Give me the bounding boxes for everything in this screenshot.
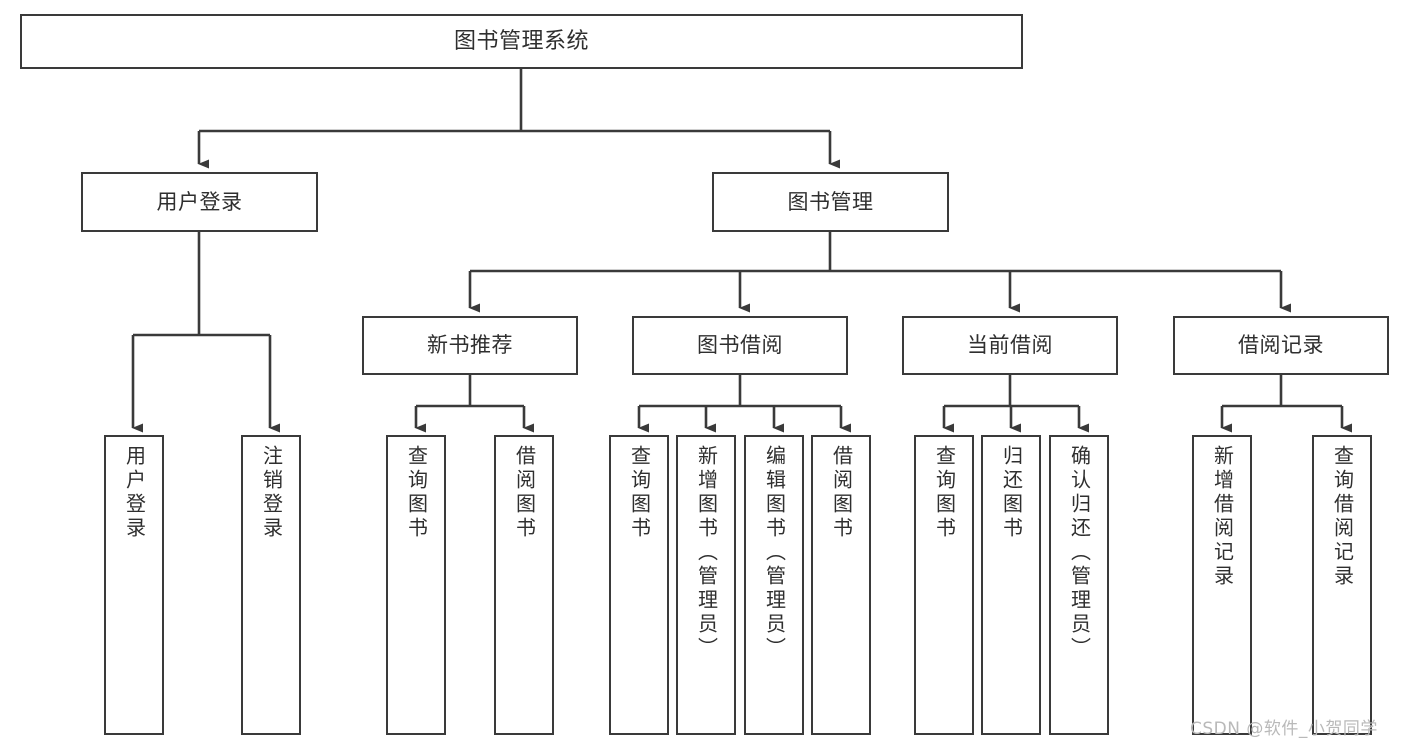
node-user-login[interactable]: 用户登录	[81, 172, 318, 232]
node-label: 新增借阅记录	[1210, 445, 1235, 589]
leaf-query-book-recommend[interactable]: 查询图书	[386, 435, 446, 735]
node-root-book-management-system[interactable]: 图书管理系统	[20, 14, 1023, 69]
leaf-add-book-admin[interactable]: 新增图书（管理员）	[676, 435, 736, 735]
node-new-book-recommend[interactable]: 新书推荐	[362, 316, 578, 375]
csdn-watermark: CSDN @软件_小贺同学	[1190, 719, 1378, 739]
node-label: 用户登录	[122, 445, 147, 541]
node-book-management[interactable]: 图书管理	[712, 172, 949, 232]
leaf-return-book[interactable]: 归还图书	[981, 435, 1041, 735]
node-label: 确认归还（管理员）	[1067, 445, 1092, 661]
node-label: 查询图书	[404, 445, 429, 541]
node-label: 新增图书（管理员）	[694, 445, 719, 661]
leaf-add-borrow-record[interactable]: 新增借阅记录	[1192, 435, 1252, 735]
leaf-query-borrow-record[interactable]: 查询借阅记录	[1312, 435, 1372, 735]
node-label: 借阅图书	[829, 445, 854, 541]
node-label: 查询借阅记录	[1330, 445, 1355, 589]
node-label: 借阅图书	[512, 445, 537, 541]
leaf-logout-login[interactable]: 注销登录	[241, 435, 301, 735]
node-label: 归还图书	[999, 445, 1024, 541]
leaf-borrow-book[interactable]: 借阅图书	[811, 435, 871, 735]
node-label: 图书管理系统	[453, 28, 589, 54]
leaf-query-book-current[interactable]: 查询图书	[914, 435, 974, 735]
node-label: 新书推荐	[427, 333, 513, 358]
leaf-query-book-borrow[interactable]: 查询图书	[609, 435, 669, 735]
leaf-confirm-return-admin[interactable]: 确认归还（管理员）	[1049, 435, 1109, 735]
leaf-user-login[interactable]: 用户登录	[104, 435, 164, 735]
node-label: 编辑图书（管理员）	[762, 445, 787, 661]
node-label: 图书管理	[787, 189, 874, 214]
node-label: 借阅记录	[1238, 333, 1324, 358]
node-book-borrow[interactable]: 图书借阅	[632, 316, 848, 375]
leaf-edit-book-admin[interactable]: 编辑图书（管理员）	[744, 435, 804, 735]
node-label: 查询图书	[932, 445, 957, 541]
node-label: 查询图书	[627, 445, 652, 541]
node-label: 图书借阅	[697, 333, 783, 358]
leaf-borrow-book-recommend[interactable]: 借阅图书	[494, 435, 554, 735]
node-label: 当前借阅	[967, 333, 1053, 358]
node-label: 注销登录	[259, 445, 284, 541]
node-borrow-record[interactable]: 借阅记录	[1173, 316, 1389, 375]
node-label: 用户登录	[156, 189, 243, 214]
node-current-borrow[interactable]: 当前借阅	[902, 316, 1118, 375]
